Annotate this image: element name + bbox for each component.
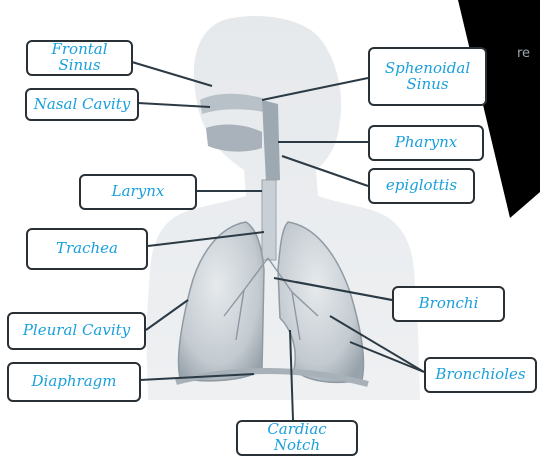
label-diaphragm: Diaphragm [7,362,141,402]
label-pharynx: Pharynx [368,125,484,161]
label-nasal-cavity: Nasal Cavity [25,88,139,121]
label-frontal-sinus: Frontal Sinus [26,40,133,76]
label-sphenoidal-sinus: Sphenoidal Sinus [368,47,487,106]
label-diaphragm-text: Diaphragm [32,374,117,390]
label-cardiac-notch-text: Cardiac Notch [242,422,352,454]
label-pleural-cavity: Pleural Cavity [7,312,146,350]
label-cardiac-notch: Cardiac Notch [236,420,358,456]
corner-text: re [517,46,530,61]
label-nasal-cavity-text: Nasal Cavity [34,97,130,113]
label-sphenoidal-sinus-text: Sphenoidal Sinus [385,61,470,93]
label-epiglottis-text: epiglottis [386,178,457,194]
label-larynx: Larynx [79,174,197,210]
label-bronchi: Bronchi [392,286,505,322]
oral-cavity-shape [206,125,262,152]
trachea-shape [262,180,276,260]
label-pleural-cavity-text: Pleural Cavity [23,323,130,339]
label-bronchioles-text: Bronchioles [435,367,525,383]
label-pharynx-text: Pharynx [395,135,457,151]
label-bronchi-text: Bronchi [419,296,479,312]
label-bronchioles: Bronchioles [424,357,537,393]
label-trachea-text: Trachea [56,241,118,257]
label-larynx-text: Larynx [112,184,165,200]
label-frontal-sinus-text: Frontal Sinus [32,42,127,74]
label-trachea: Trachea [26,228,148,270]
label-epiglottis: epiglottis [368,168,475,204]
